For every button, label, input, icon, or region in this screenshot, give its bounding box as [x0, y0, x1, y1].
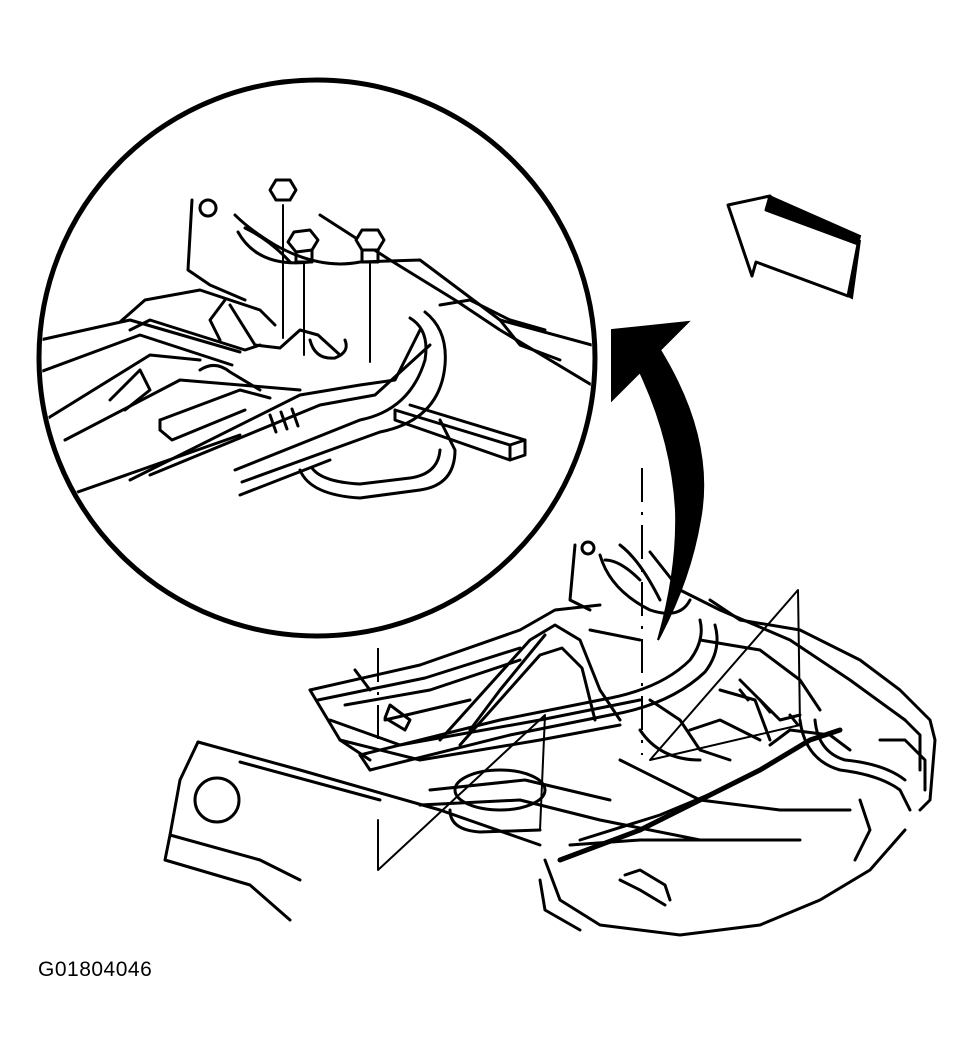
front-arrow-icon — [726, 194, 862, 300]
figure-id-label: G01804046 — [38, 958, 153, 981]
detail-callout — [36, 77, 598, 639]
leader-right — [649, 589, 801, 761]
quarter-panel — [163, 740, 292, 922]
leader-left — [377, 714, 546, 871]
rear-body-assembly — [163, 468, 937, 937]
curved-arrow-icon — [611, 320, 705, 641]
bolt-right — [354, 228, 386, 363]
fuel-door-circle — [193, 776, 241, 824]
detail-circle-outline — [36, 77, 598, 639]
bolt-middle — [286, 228, 320, 356]
bolt-left — [268, 178, 298, 339]
